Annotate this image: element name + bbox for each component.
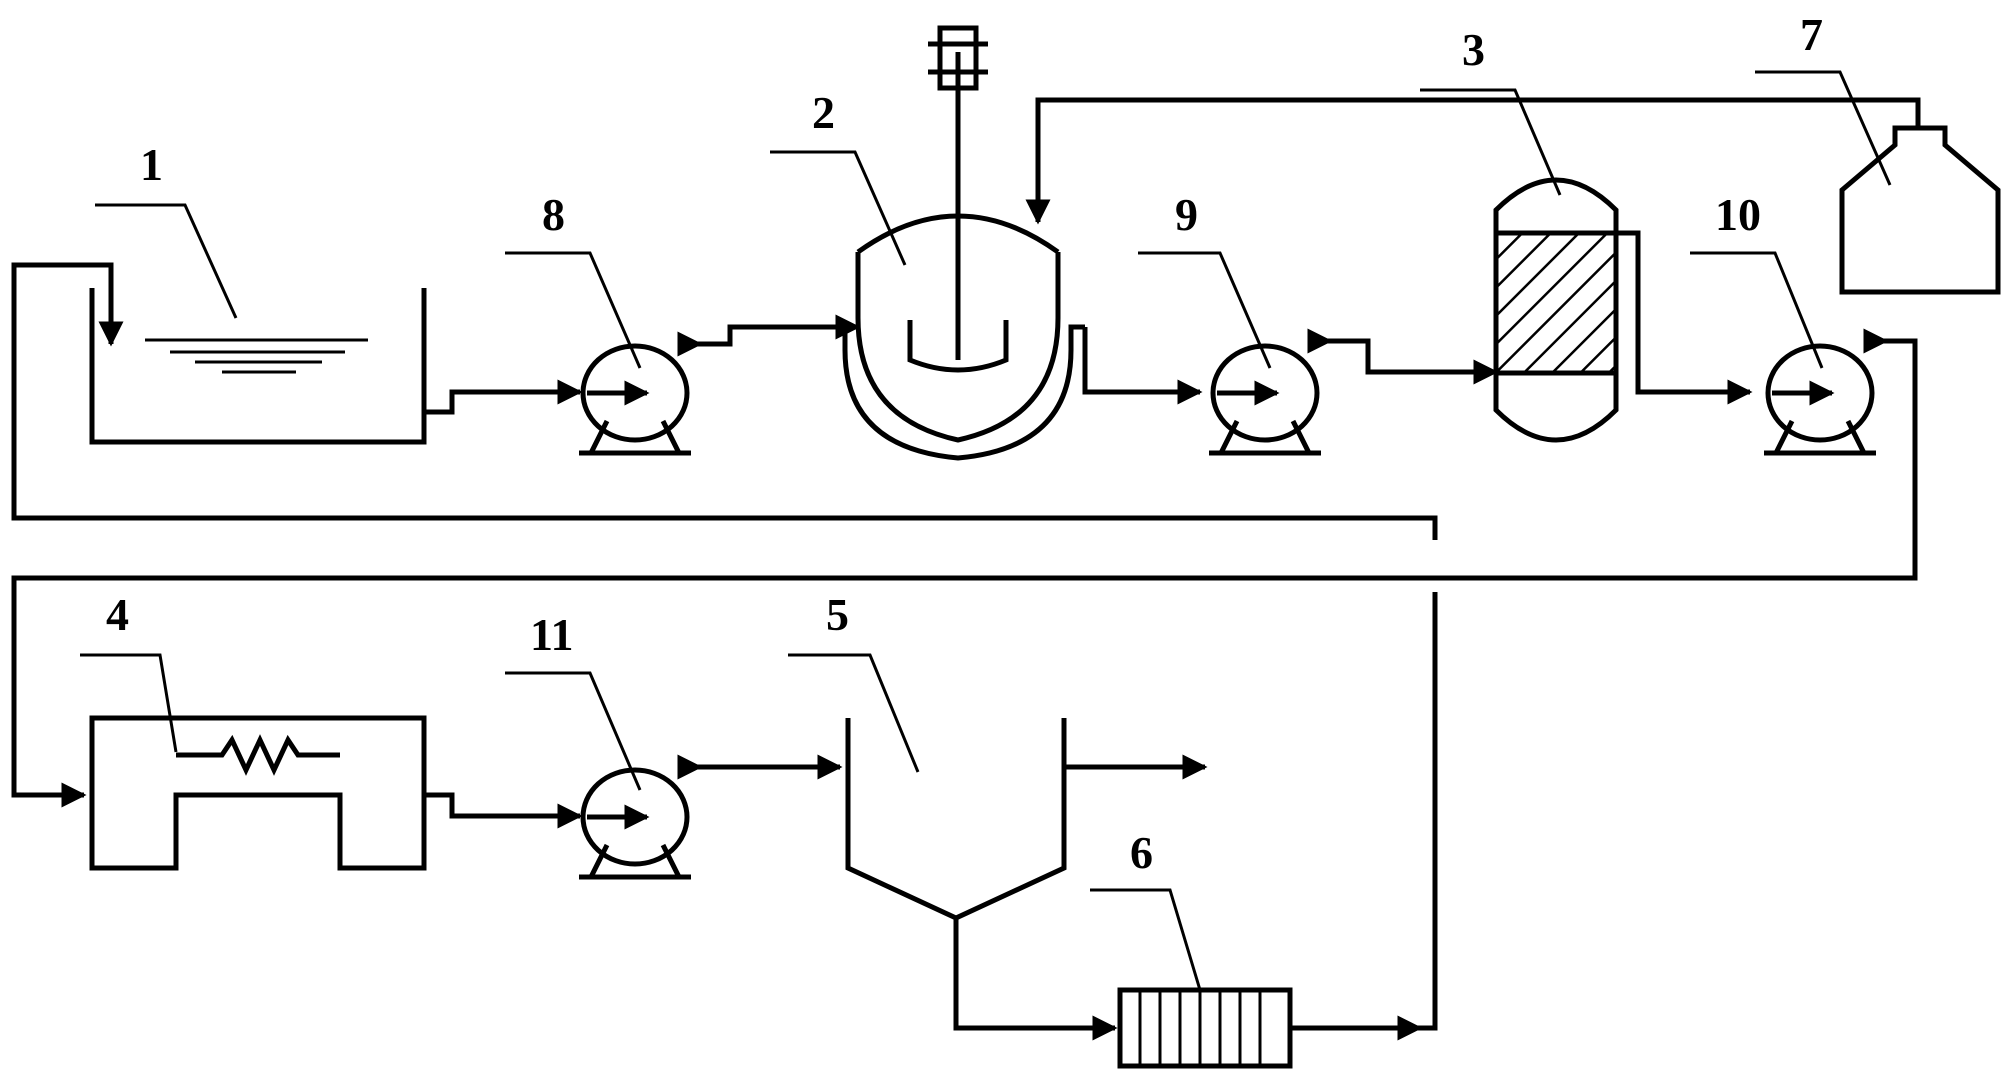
pipe-reactor-to-pump-9 [1082,327,1203,405]
filter-press [1117,987,1293,1069]
label-8: 8 [542,189,565,240]
pipe-filter-to-recycle [1290,592,1438,1031]
pipe-tank-to-pump-8 [424,379,583,415]
label-3: 3 [1462,24,1485,75]
dosing-pipe-to-reactor [1025,97,1921,225]
label-11: 11 [530,609,573,660]
pump-8 [579,346,691,453]
label-10: 10 [1715,189,1761,240]
pipe-column-to-pump-10 [1616,230,1753,405]
raw-water-tank [89,288,427,445]
heater [89,715,427,871]
label-1: 1 [140,139,163,190]
recycle-pipe-to-tank [11,262,1438,540]
label-5: 5 [826,589,849,640]
label-6: 6 [1130,827,1153,878]
stirred-reactor [842,25,1085,461]
label-2: 2 [812,87,835,138]
pump-11 [579,770,691,877]
label-9: 9 [1175,189,1198,240]
pump-9 [1209,346,1321,453]
label-7: 7 [1800,9,1823,60]
pipe-pump-8-to-reactor [680,314,861,347]
settling-tank [845,718,1067,921]
pipe-heater-to-pump-11 [424,792,583,829]
packed-column [1493,177,1619,443]
reagent-tank [1839,125,2001,295]
pump-10 [1764,346,1876,453]
leader-lines [80,70,1892,991]
label-4: 4 [106,589,129,640]
pipe-pump-10-to-heater [11,338,1918,808]
pipe-pump-9-to-column [1312,338,1499,385]
pipe-settler-to-filter [953,918,1118,1041]
